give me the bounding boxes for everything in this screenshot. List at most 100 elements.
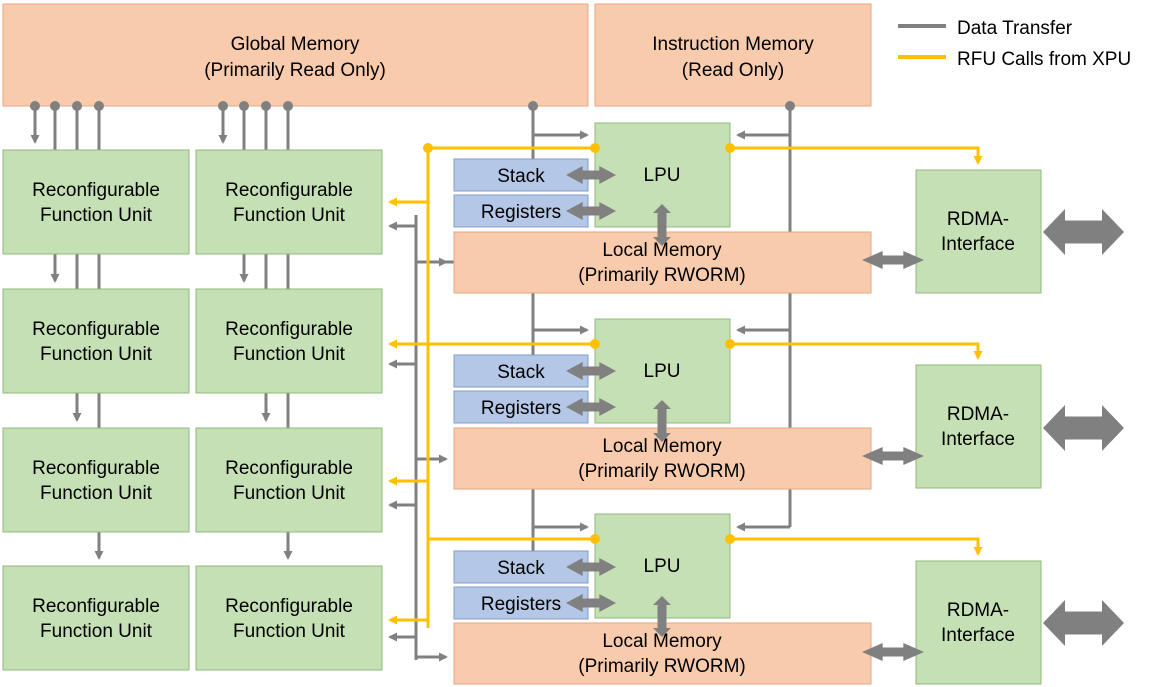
xpu-cluster: LPU Stack Registers Local Memory (Primar… <box>453 513 1042 685</box>
global-memory-box: Global Memory (Primarily Read Only) <box>2 3 589 107</box>
rdma-interface-box <box>915 560 1042 685</box>
rfu-call-lpu-dot <box>590 534 600 544</box>
rfu-label-line2: Function Unit <box>233 205 346 226</box>
global-memory-port-dot <box>30 101 40 111</box>
local-memory-title: Local Memory <box>602 240 722 261</box>
rfu-label-line1: Reconfigurable <box>225 319 353 340</box>
registers-label: Registers <box>481 398 561 419</box>
rfu-label-line2: Function Unit <box>233 483 346 504</box>
stack-box <box>453 550 589 584</box>
local-memory-subtitle: (Primarily RWORM) <box>578 461 745 482</box>
rdma-label-line1: RDMA- <box>947 404 1009 425</box>
registers-label: Registers <box>481 202 561 223</box>
data-transfer-lines <box>30 106 792 662</box>
legend-rfu-calls-label: RFU Calls from XPU <box>957 49 1131 70</box>
rfu-label-line2: Function Unit <box>233 621 346 642</box>
lpu-local-memory-double-arrow <box>653 596 671 637</box>
local-memory-title: Local Memory <box>602 436 722 457</box>
local-memory-title: Local Memory <box>602 631 722 652</box>
rdma-external-double-arrow <box>1043 405 1124 451</box>
rdma-interface-box <box>915 364 1042 489</box>
lpu-label: LPU <box>644 165 681 186</box>
rdma-external-double-arrow <box>1043 209 1124 255</box>
global-memory-lpu-port-dot <box>528 101 538 111</box>
rfu-box: Reconfigurable Function Unit <box>2 149 190 255</box>
xpu-cluster: LPU Stack Registers Local Memory (Primar… <box>453 318 1042 490</box>
global-memory-port-dot <box>283 101 293 111</box>
rfu-box: Reconfigurable Function Unit <box>195 288 383 394</box>
lpu-label: LPU <box>644 361 681 382</box>
rdma-interface-box <box>915 169 1042 294</box>
stack-label: Stack <box>497 362 545 383</box>
global-memory-subtitle: (Primarily Read Only) <box>204 60 386 81</box>
global-memory-port-dot <box>94 101 104 111</box>
rfu-label-line1: Reconfigurable <box>225 458 353 479</box>
stack-label: Stack <box>497 166 545 187</box>
rdma-label-line2: Interface <box>941 429 1015 450</box>
global-memory-port-dot <box>239 101 249 111</box>
overlay-lines <box>30 101 1124 661</box>
stack-lpu-double-arrow <box>566 362 616 380</box>
lpu-to-rdma-arrow <box>730 342 983 360</box>
registers-box <box>453 194 589 228</box>
rdma-external-double-arrow <box>1043 600 1124 646</box>
instruction-memory-subtitle: (Read Only) <box>682 60 784 81</box>
instruction-memory-port-dot <box>785 101 795 111</box>
registers-lpu-double-arrow <box>566 202 616 220</box>
local-memory-subtitle: (Primarily RWORM) <box>578 656 745 677</box>
lpu-label: LPU <box>644 556 681 577</box>
lpu-to-rdma-arrow <box>730 537 983 556</box>
global-memory-port-dot <box>50 101 60 111</box>
local-rdma-double-arrow <box>862 251 924 269</box>
stack-box <box>453 158 589 192</box>
rfu-label-line2: Function Unit <box>40 483 153 504</box>
rfu-label-line1: Reconfigurable <box>32 180 160 201</box>
stack-lpu-double-arrow <box>566 558 616 576</box>
local-rdma-double-arrow <box>862 447 924 465</box>
global-memory-port-dot <box>72 101 82 111</box>
rfu-call-lpu-dot <box>590 143 600 153</box>
rfu-label-line2: Function Unit <box>40 344 153 365</box>
rdma-label-line1: RDMA- <box>947 209 1009 230</box>
rdma-label-line1: RDMA- <box>947 600 1009 621</box>
rfu-label-line1: Reconfigurable <box>32 319 160 340</box>
registers-lpu-double-arrow <box>566 398 616 416</box>
global-memory-title: Global Memory <box>231 34 360 55</box>
rfu-call-lpu-dot <box>590 339 600 349</box>
lpu-to-rdma-arrow <box>730 146 983 165</box>
rfu-label-line1: Reconfigurable <box>32 458 160 479</box>
rfu-label-line2: Function Unit <box>40 621 153 642</box>
lpu-local-memory-double-arrow <box>653 204 671 246</box>
rfu-label-line2: Function Unit <box>233 344 346 365</box>
rfu-label-line2: Function Unit <box>40 205 153 226</box>
global-memory-port-dot <box>218 101 228 111</box>
instruction-memory-box: Instruction Memory (Read Only) <box>594 3 872 107</box>
rfu-box: Reconfigurable Function Unit <box>195 149 383 255</box>
lpu-local-memory-double-arrow <box>653 400 671 442</box>
local-memory-subtitle: (Primarily RWORM) <box>578 265 745 286</box>
rfu-label-line1: Reconfigurable <box>225 596 353 617</box>
registers-lpu-double-arrow <box>566 594 616 612</box>
stack-box <box>453 354 589 388</box>
instruction-memory-title: Instruction Memory <box>652 34 814 55</box>
global-memory-port-dot <box>261 101 271 111</box>
rfu-box: Reconfigurable Function Unit <box>2 288 190 394</box>
rdma-label-line2: Interface <box>941 234 1015 255</box>
rfu-box: Reconfigurable Function Unit <box>2 427 190 533</box>
rfu-box: Reconfigurable Function Unit <box>195 565 383 671</box>
registers-label: Registers <box>481 594 561 615</box>
registers-box <box>453 390 589 424</box>
rdma-label-line2: Interface <box>941 625 1015 646</box>
legend-data-transfer-label: Data Transfer <box>957 18 1073 39</box>
local-rdma-double-arrow <box>862 643 924 661</box>
stack-lpu-double-arrow <box>566 166 616 184</box>
registers-box <box>453 586 589 620</box>
legend: Data Transfer RFU Calls from XPU <box>898 18 1131 70</box>
rfu-box: Reconfigurable Function Unit <box>195 427 383 533</box>
rfu-label-line1: Reconfigurable <box>32 596 160 617</box>
stack-label: Stack <box>497 558 545 579</box>
rfu-label-line1: Reconfigurable <box>225 180 353 201</box>
rfu-box: Reconfigurable Function Unit <box>2 565 190 671</box>
